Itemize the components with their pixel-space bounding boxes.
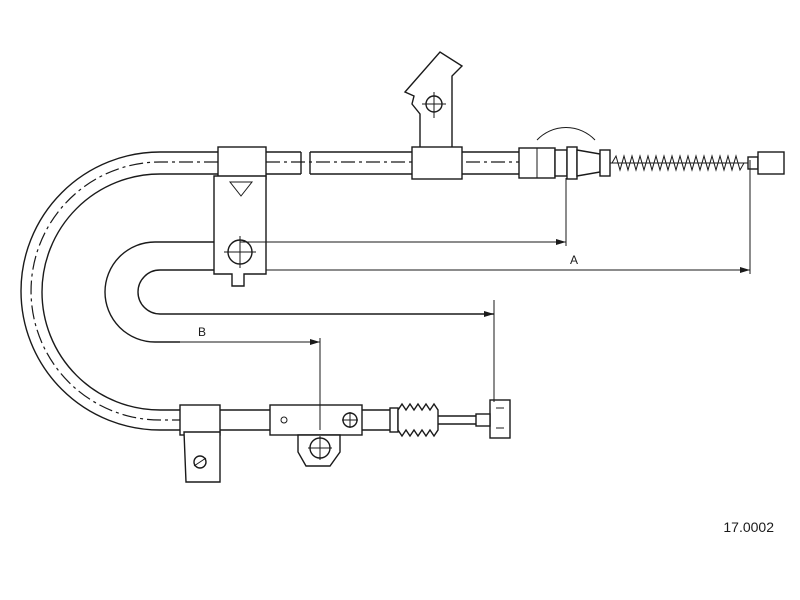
lower-left-bracket xyxy=(179,404,221,483)
dimension-label-b: B xyxy=(198,325,206,339)
loop-contour-inner xyxy=(137,269,494,315)
cable-sheath xyxy=(20,151,520,431)
cable-inner-edge xyxy=(41,173,218,411)
right-end-fitting xyxy=(518,127,785,180)
mount-hole xyxy=(193,455,207,469)
part-number: 17.0002 xyxy=(723,519,774,535)
dimension-lines: A B xyxy=(180,160,751,430)
cable-outer-edge xyxy=(20,151,218,431)
cable-centerline xyxy=(30,161,218,421)
dimension-label-a: A xyxy=(570,253,578,267)
upper-left-bracket xyxy=(213,146,267,287)
lower-cable-run xyxy=(220,399,511,467)
top-clip-bracket xyxy=(403,51,464,180)
boot-bellows xyxy=(397,402,439,438)
loop-contour xyxy=(104,241,214,343)
